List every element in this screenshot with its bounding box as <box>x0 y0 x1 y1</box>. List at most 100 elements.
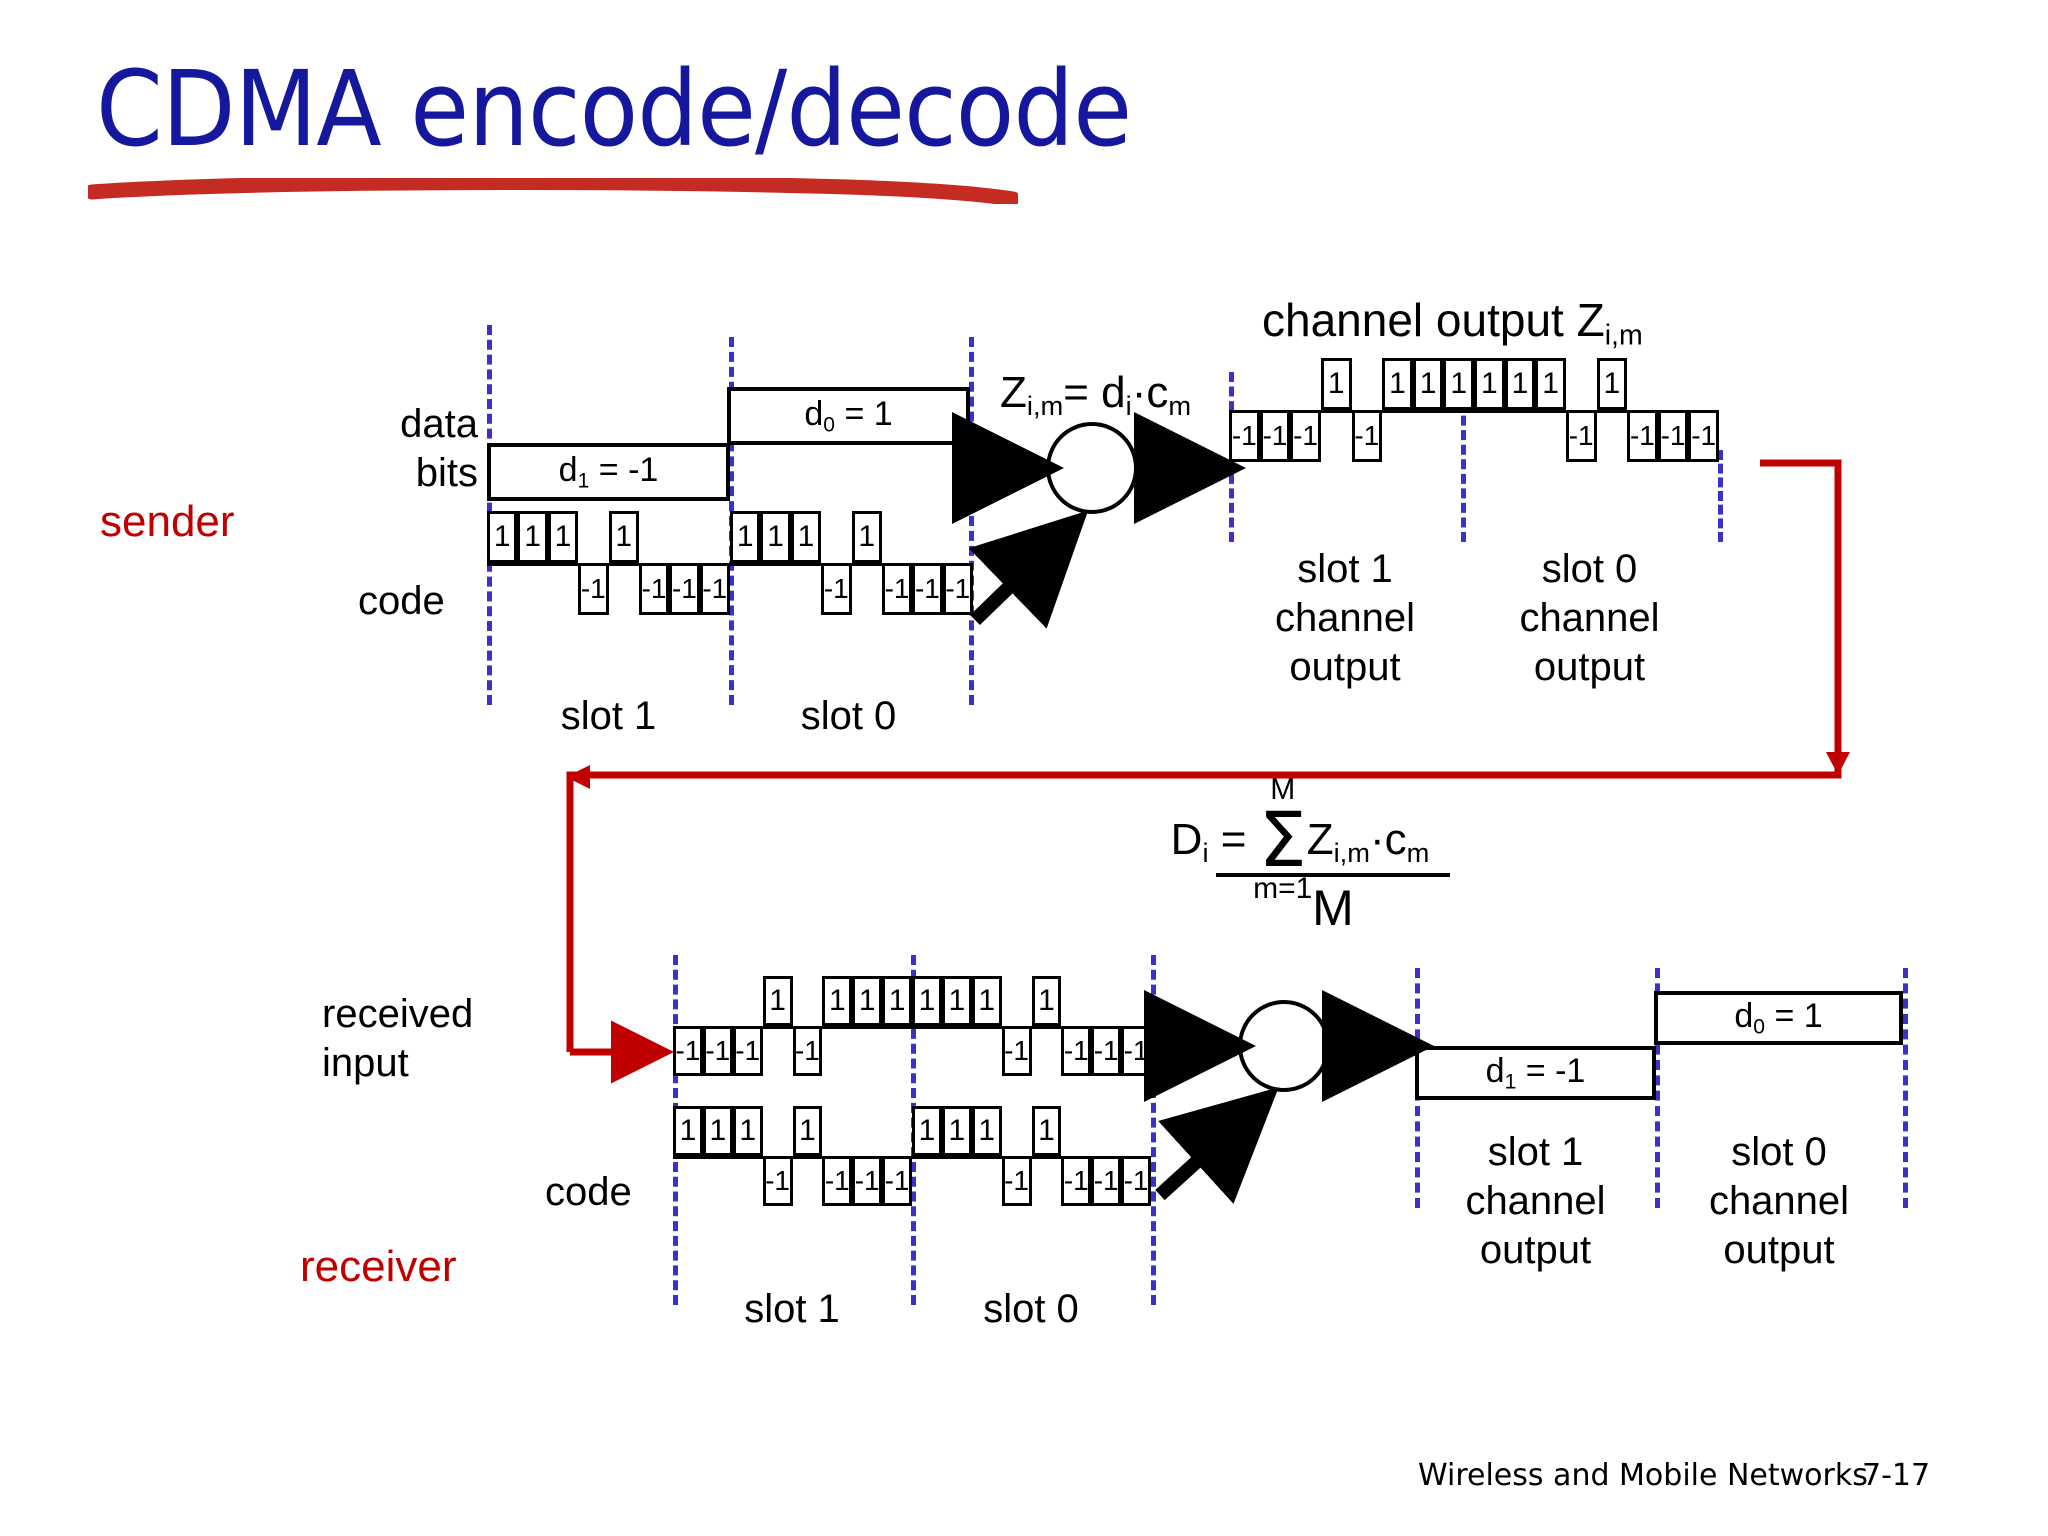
chip-low: -1 <box>1061 1026 1092 1076</box>
chip-high: 1 <box>487 511 518 563</box>
channel-slot0-caption: slot 0 channel output <box>1519 547 1660 689</box>
chip-high: 1 <box>822 976 853 1026</box>
chip-low: -1 <box>822 1156 853 1206</box>
chip-low: -1 <box>942 563 973 615</box>
chip-high: 1 <box>1443 358 1474 410</box>
receiver-bit-slot1-box: d1 = -1 <box>1415 1046 1656 1100</box>
footer-page-number: 7-17 <box>1862 1458 1931 1493</box>
chip-low: -1 <box>852 1156 883 1206</box>
chip-low: -1 <box>912 563 943 615</box>
chip-low: -1 <box>882 1156 912 1206</box>
channel-slot-divider-mid <box>1461 372 1466 542</box>
chip-low: -1 <box>1001 1026 1032 1076</box>
receiver-slot1-label: slot 1 <box>744 1287 840 1331</box>
sender-data-bits-label-line1: data <box>400 402 478 446</box>
waveform-baseline <box>673 1156 1151 1159</box>
chip-low: -1 <box>732 1026 763 1076</box>
chip-low: -1 <box>1061 1156 1092 1206</box>
chip-high: 1 <box>1412 358 1444 410</box>
receiver-bit-slot1-text: d1 = -1 <box>1485 1051 1586 1094</box>
chip-low: -1 <box>821 563 852 615</box>
chip-high: 1 <box>702 1106 733 1156</box>
chip-low: -1 <box>638 563 670 615</box>
arrow-code-to-modulator <box>968 510 1089 629</box>
chip-high: 1 <box>547 511 579 563</box>
chip-high: 1 <box>1535 358 1566 410</box>
receiver-slot0-label: slot 0 <box>983 1287 1079 1331</box>
sender-bit-slot0-text: d0 = 1 <box>804 394 893 437</box>
receiver-correlator-circle <box>1238 1000 1330 1092</box>
sender-slot1-label: slot 1 <box>560 694 657 738</box>
chip-low: -1 <box>1259 410 1291 462</box>
chip-low: -1 <box>578 563 609 615</box>
channel-output-heading: channel output Zi,m <box>1262 294 1643 352</box>
chip-high: 1 <box>1504 358 1536 410</box>
sender-modulator-circle <box>1046 422 1138 514</box>
chip-high: 1 <box>1474 358 1505 410</box>
chip-low: -1 <box>1688 410 1719 462</box>
chip-low: -1 <box>673 1026 703 1076</box>
chip-high: 1 <box>1031 1106 1062 1156</box>
chip-high: 1 <box>792 1106 823 1156</box>
chip-high: 1 <box>912 1106 942 1156</box>
chip-high: 1 <box>762 976 793 1026</box>
chip-high: 1 <box>1382 358 1413 410</box>
receiver-role-label: receiver <box>300 1242 457 1291</box>
chip-high: 1 <box>882 976 912 1026</box>
chip-low: -1 <box>702 1026 733 1076</box>
chip-high: 1 <box>1320 358 1352 410</box>
channel-feedback-arrow-down <box>1826 752 1850 775</box>
decode-formula-denominator: M <box>1312 879 1354 936</box>
chip-high: 1 <box>760 511 791 563</box>
chip-high: 1 <box>730 511 761 563</box>
fraction-bar <box>1216 872 1450 877</box>
receiver-slot-divider-right <box>1151 955 1156 1305</box>
receiver-out-divider-right <box>1903 968 1908 1208</box>
chip-low: -1 <box>1351 410 1383 462</box>
chip-high: 1 <box>852 976 883 1026</box>
chip-low: -1 <box>1091 1156 1122 1206</box>
chip-high: 1 <box>1596 358 1628 410</box>
chip-low: -1 <box>1229 410 1260 462</box>
encode-formula-lhs: Z <box>1000 368 1027 417</box>
chip-high: 1 <box>790 511 822 563</box>
sender-slot0-label: slot 0 <box>800 694 897 738</box>
chip-low: -1 <box>1121 1026 1151 1076</box>
footer-course-title: Wireless and Mobile Networks <box>1418 1458 1868 1493</box>
receiver-slot1-caption: slot 1 channel output <box>1465 1130 1606 1272</box>
receiver-bit-slot0-text: d0 = 1 <box>1734 996 1823 1039</box>
channel-slot-divider-right <box>1718 450 1723 542</box>
receiver-bit-slot0-box: d0 = 1 <box>1654 991 1903 1045</box>
chip-low: -1 <box>1091 1026 1122 1076</box>
chip-high: 1 <box>732 1106 763 1156</box>
chip-high: 1 <box>941 976 972 1026</box>
chip-high: 1 <box>941 1106 972 1156</box>
title-underline-stroke <box>88 178 1018 204</box>
chip-low: -1 <box>1121 1156 1151 1206</box>
chip-high: 1 <box>851 511 882 563</box>
sender-bit-slot1-text: d1 = -1 <box>558 450 659 493</box>
sender-bit-slot1-box: d1 = -1 <box>487 443 730 501</box>
chip-high: 1 <box>517 511 548 563</box>
chip-high: 1 <box>673 1106 703 1156</box>
chip-low: -1 <box>1290 410 1321 462</box>
sender-data-bits-label: data bits <box>368 400 478 498</box>
chip-low: -1 <box>881 563 913 615</box>
encode-formula: Zi,m= di·cm <box>1000 368 1192 422</box>
sender-code-label: code <box>358 579 445 623</box>
chip-low: -1 <box>699 563 730 615</box>
waveform-baseline <box>1229 410 1719 413</box>
receiver-received-input-label: received input <box>322 992 474 1085</box>
chip-low: -1 <box>762 1156 793 1206</box>
sender-bit-slot0-box: d0 = 1 <box>727 387 970 445</box>
channel-feedback-arrow-left <box>566 765 590 789</box>
channel-output-heading-text: channel output Z <box>1262 294 1605 346</box>
channel-slot1-caption: slot 1 channel output <box>1274 547 1416 689</box>
chip-low: -1 <box>792 1026 823 1076</box>
page-title: CDMA encode/decode <box>96 48 1132 170</box>
chip-high: 1 <box>912 976 942 1026</box>
sender-role-label: sender <box>100 497 235 546</box>
